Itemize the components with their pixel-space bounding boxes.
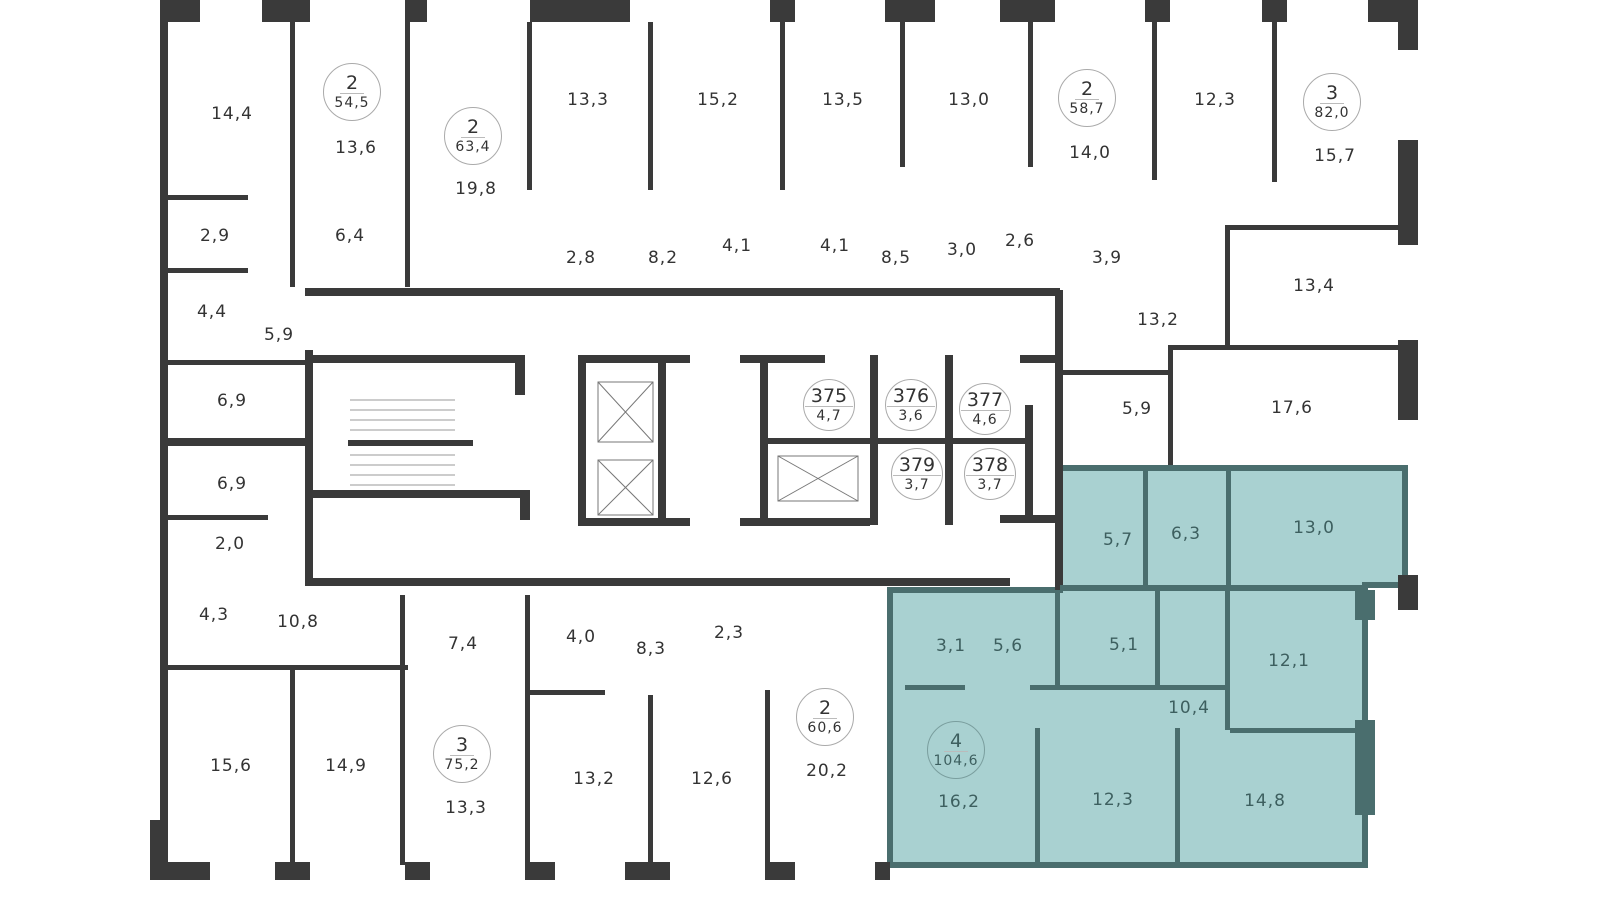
room-area: 12,3 <box>1194 90 1236 110</box>
apartment-rooms: 3 <box>449 735 475 756</box>
room-area: 19,8 <box>455 179 497 199</box>
room-area: 13,6 <box>335 138 377 158</box>
apartment-area: 54,5 <box>334 94 370 111</box>
room-area: 3,0 <box>946 240 978 260</box>
selected-apartment-area[interactable] <box>887 465 1408 868</box>
apartment-rooms: 2 <box>812 698 838 719</box>
apartment-rooms: 2 <box>460 117 486 138</box>
apartment-area: 60,6 <box>807 719 843 736</box>
room-area: 13,2 <box>573 769 615 789</box>
room-area: 5,9 <box>263 325 295 345</box>
room-area: 13,4 <box>1293 276 1335 296</box>
storage-area: 4,6 <box>972 411 998 428</box>
storage-area: 3,7 <box>977 476 1003 493</box>
room-area: 12,3 <box>1092 790 1134 810</box>
room-area: 14,9 <box>325 756 367 776</box>
storage-area: 3,6 <box>898 407 924 424</box>
room-area: 6,9 <box>216 474 248 494</box>
apartment-area: 75,2 <box>444 756 480 773</box>
room-area: 8,3 <box>635 639 667 659</box>
apartment-rooms: 3 <box>1319 83 1345 104</box>
room-area: 4,1 <box>819 236 851 256</box>
storage-area: 3,7 <box>904 476 930 493</box>
room-area: 10,8 <box>277 612 319 632</box>
apartment-rooms: 2 <box>339 73 365 94</box>
room-area: 2,3 <box>713 623 745 643</box>
room-area: 4,3 <box>198 605 230 625</box>
apartment-area: 63,4 <box>455 138 491 155</box>
room-area: 6,9 <box>216 391 248 411</box>
storage-number: 375 <box>804 386 854 407</box>
room-area: 15,6 <box>210 756 252 776</box>
storage-area: 4,7 <box>816 407 842 424</box>
room-area: 6,4 <box>334 226 366 246</box>
room-area: 4,4 <box>196 302 228 322</box>
apartment-rooms: 4 <box>943 731 969 752</box>
room-area: 17,6 <box>1271 398 1313 418</box>
room-area: 2,6 <box>1004 231 1036 251</box>
room-area: 5,7 <box>1102 530 1134 550</box>
room-area: 13,2 <box>1137 310 1179 330</box>
room-area: 4,0 <box>565 627 597 647</box>
apartment-walls <box>905 470 1375 865</box>
storage-number: 376 <box>886 386 936 407</box>
room-area: 8,5 <box>880 248 912 268</box>
room-area: 16,2 <box>938 792 980 812</box>
room-area: 13,5 <box>822 90 864 110</box>
apartment-rooms: 2 <box>1074 79 1100 100</box>
room-area: 13,0 <box>1293 518 1335 538</box>
room-area: 13,3 <box>445 798 487 818</box>
room-area: 3,9 <box>1091 248 1123 268</box>
room-area: 2,9 <box>199 226 231 246</box>
room-area: 6,3 <box>1170 524 1202 544</box>
room-area: 14,0 <box>1069 143 1111 163</box>
room-area: 20,2 <box>806 761 848 781</box>
storage-number: 379 <box>892 455 942 476</box>
room-area: 14,8 <box>1244 791 1286 811</box>
room-area: 12,6 <box>691 769 733 789</box>
apartment-area: 58,7 <box>1069 100 1105 117</box>
room-area: 4,1 <box>721 236 753 256</box>
room-area: 2,8 <box>565 248 597 268</box>
room-area: 3,1 <box>935 636 967 656</box>
elevator-shafts <box>597 381 859 516</box>
room-area: 10,4 <box>1168 698 1210 718</box>
room-area: 13,3 <box>567 90 609 110</box>
room-area: 5,6 <box>992 636 1024 656</box>
room-area: 12,1 <box>1268 651 1310 671</box>
storage-number: 377 <box>960 390 1010 411</box>
room-area: 13,0 <box>948 90 990 110</box>
staircase <box>350 399 455 486</box>
apartment-area: 104,6 <box>933 752 979 769</box>
storage-number: 378 <box>965 455 1015 476</box>
room-area: 7,4 <box>447 634 479 654</box>
room-area: 8,2 <box>647 248 679 268</box>
walls <box>150 0 1418 880</box>
room-area: 5,9 <box>1121 399 1153 419</box>
room-area: 15,2 <box>697 90 739 110</box>
room-area: 14,4 <box>211 104 253 124</box>
apartment-area: 82,0 <box>1314 104 1350 121</box>
room-area: 2,0 <box>214 534 246 554</box>
room-area: 15,7 <box>1314 146 1356 166</box>
room-area: 5,1 <box>1108 635 1140 655</box>
